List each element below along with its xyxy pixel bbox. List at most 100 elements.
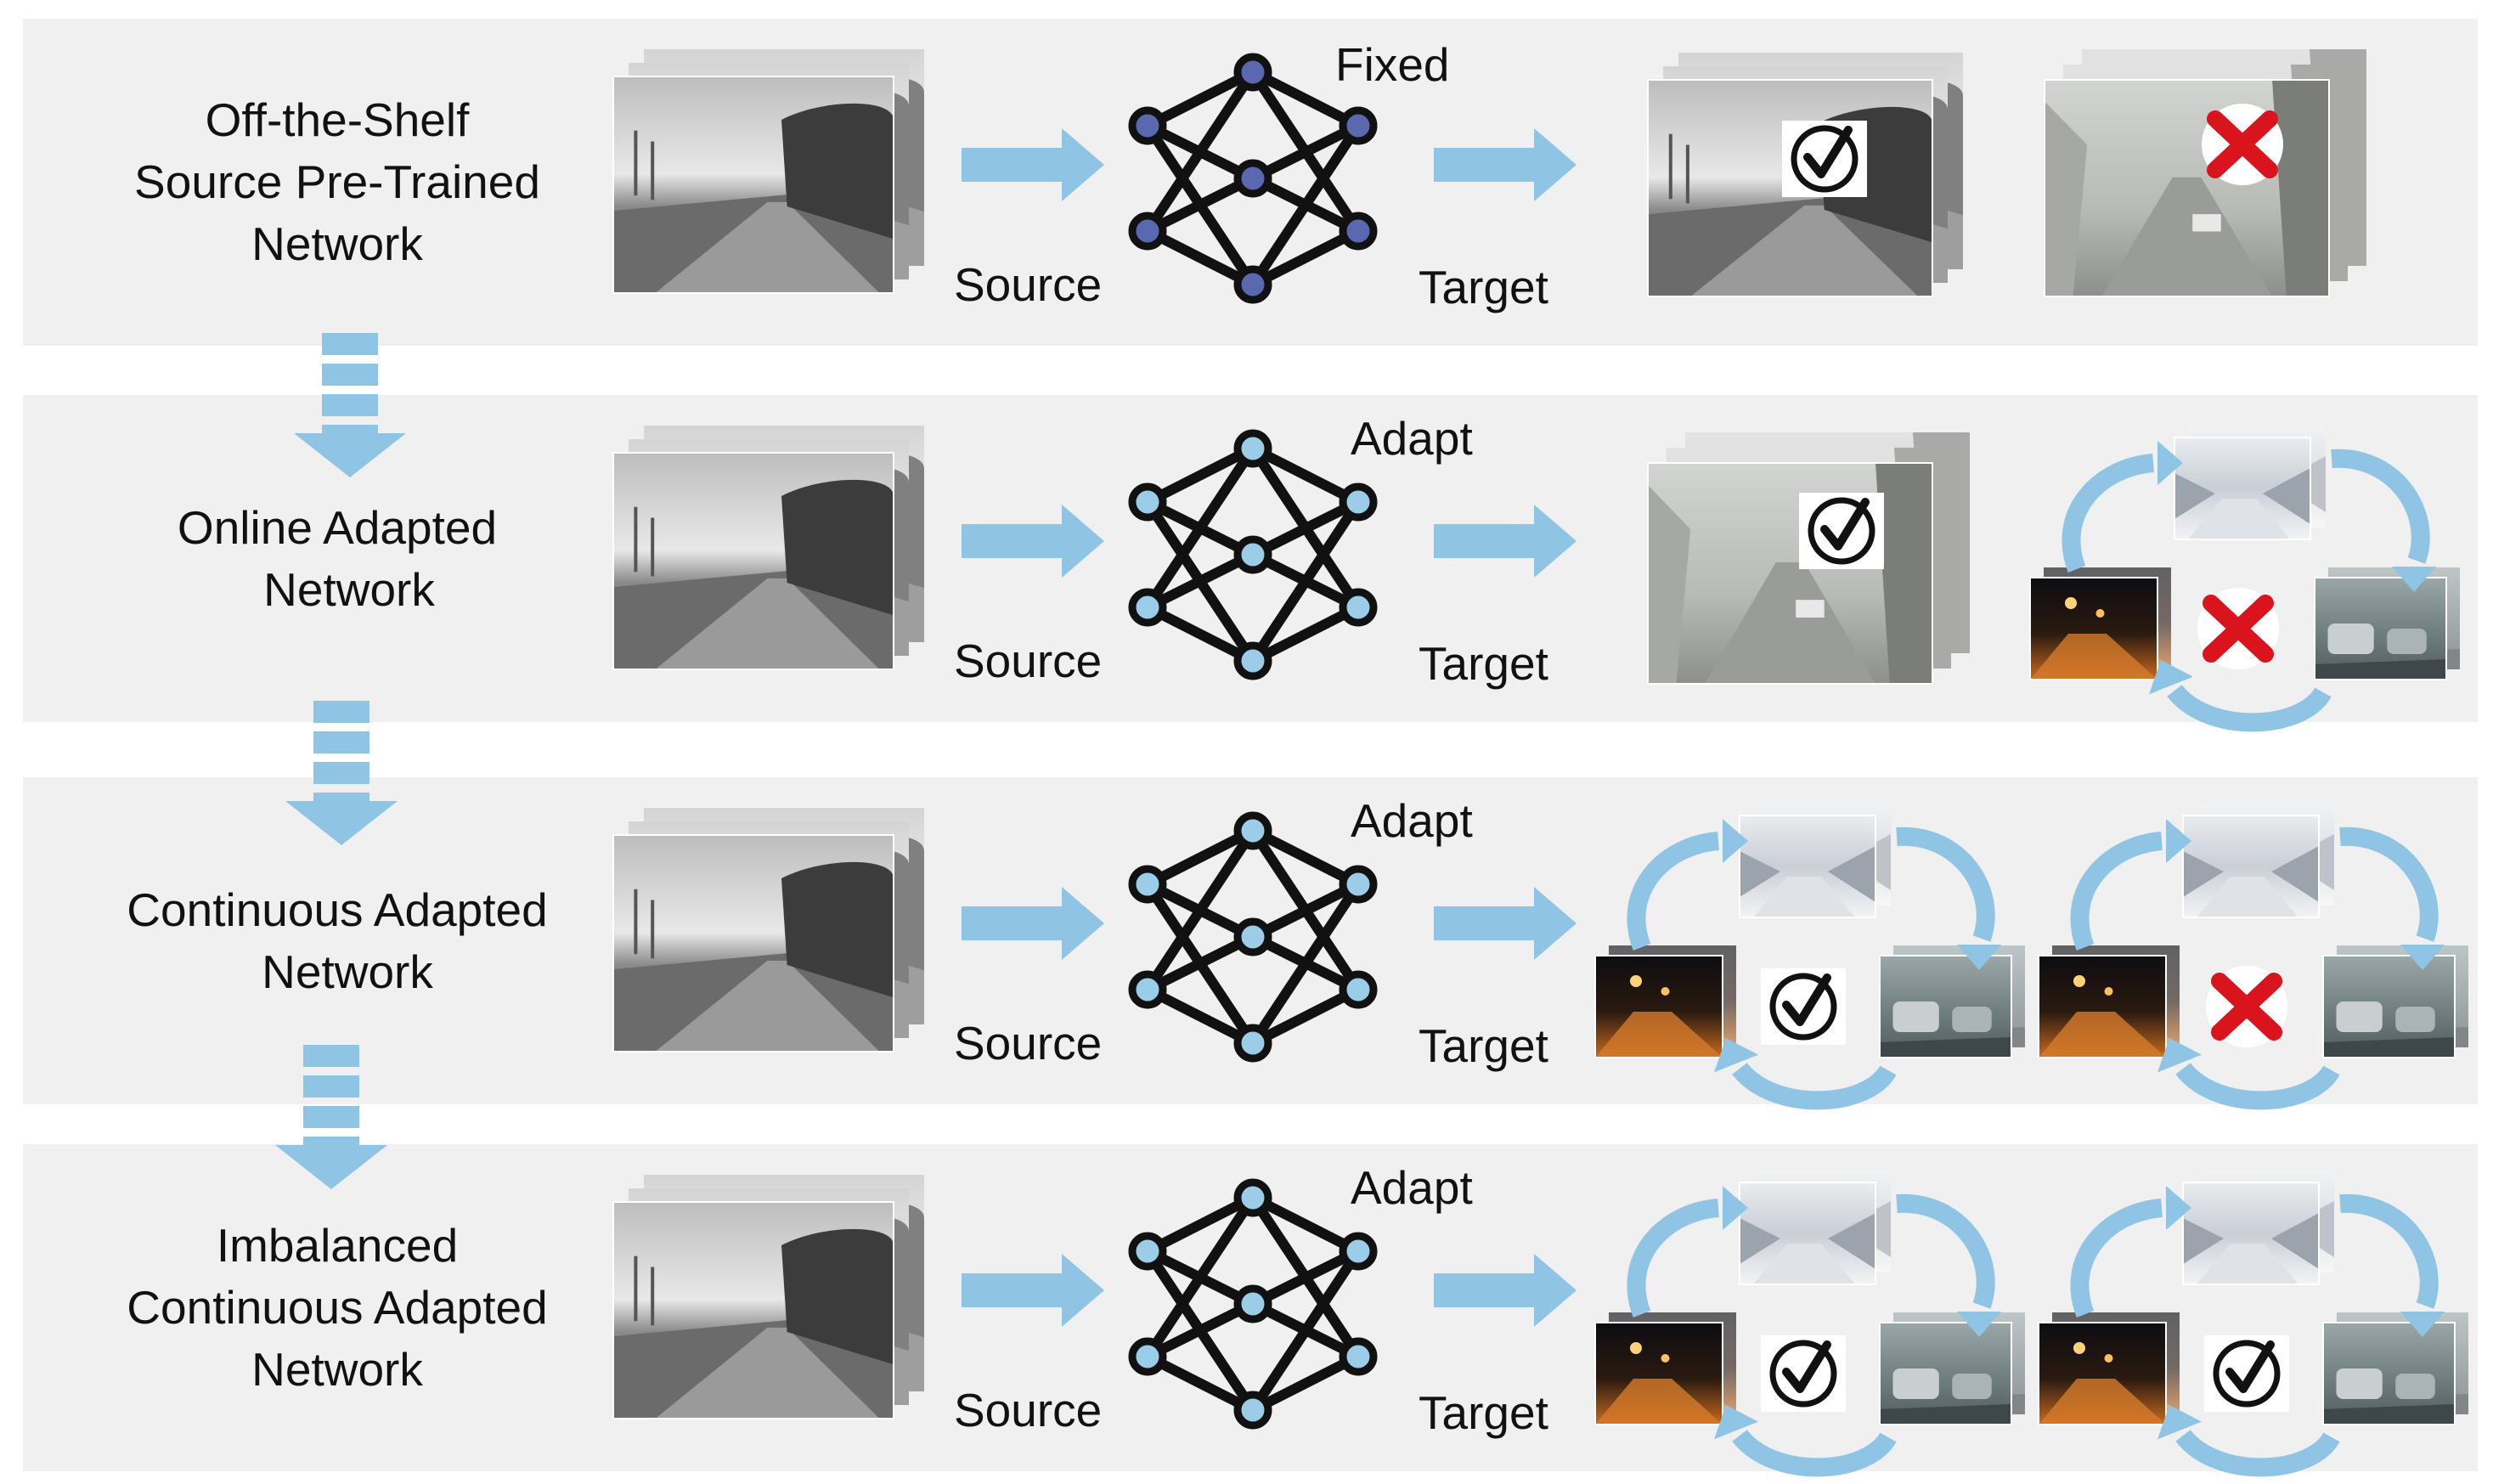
network-node	[1233, 265, 1272, 304]
network-edge	[1142, 443, 1258, 612]
network-node	[1339, 212, 1378, 251]
network-node	[1233, 53, 1272, 92]
network-node	[1233, 1284, 1272, 1323]
down-arrow	[285, 701, 398, 845]
network-edge	[1248, 826, 1363, 995]
snow-image-stack	[2182, 1171, 2334, 1285]
network-edge	[1248, 826, 1363, 889]
source-image-stack	[612, 808, 924, 1052]
cycle-arrow	[2157, 1038, 2340, 1110]
source-label: Source	[954, 1017, 1102, 1069]
network-edge	[1142, 826, 1258, 889]
source-arrow	[962, 1254, 1104, 1327]
night-image-stack	[2029, 567, 2171, 680]
network-edge	[1248, 443, 1363, 612]
network-edge	[1142, 1351, 1258, 1415]
label-line: Online Adapted	[177, 500, 498, 554]
network-node	[1128, 1232, 1167, 1271]
label-line: Continuous Adapted	[127, 883, 548, 936]
fixed-network-icon	[1128, 53, 1378, 304]
network-mode-label: Adapt	[1351, 1161, 1473, 1214]
network-edge	[1142, 826, 1258, 995]
unseen-domain-image-stack	[2044, 49, 2366, 297]
check-mark-icon	[1782, 121, 1867, 197]
cycle-arrow	[2339, 1193, 2445, 1337]
cycle-arrow	[2070, 819, 2191, 951]
network-edge	[1248, 1193, 1363, 1256]
row-label: Off-the-Shelf Source Pre-Trained Network	[0, 19, 677, 346]
target-arrow	[1434, 1254, 1576, 1327]
network-node	[1128, 865, 1167, 904]
target-image-stack	[1647, 53, 1963, 297]
check-mark-icon	[1799, 493, 1884, 569]
network-edge	[1142, 443, 1258, 507]
source-arrow	[962, 887, 1104, 960]
adapt-network-icon	[1128, 811, 1378, 1063]
target-arrow	[1434, 505, 1576, 578]
network-edge	[1248, 602, 1363, 666]
network-node	[1233, 917, 1272, 956]
network-edge	[1142, 550, 1258, 612]
source-label: Source	[954, 1384, 1102, 1436]
network-node	[1339, 588, 1378, 627]
check-mark-icon	[2204, 1335, 2289, 1412]
label-line: Network	[251, 1343, 423, 1396]
network-mode-label: Adapt	[1351, 794, 1473, 847]
target-label: Target	[1419, 1386, 1548, 1439]
rain-image-stack	[2314, 567, 2460, 680]
source-arrow	[962, 128, 1104, 201]
network-node	[1233, 1391, 1272, 1430]
cycle-arrow	[1714, 1038, 1897, 1110]
network-node	[1339, 1232, 1378, 1271]
target-arrow	[1434, 887, 1576, 960]
label-line: Continuous Adapted	[127, 1281, 548, 1334]
network-edge	[1248, 1299, 1363, 1362]
cross-mark-icon	[2206, 966, 2287, 1047]
source-arrow	[962, 505, 1104, 578]
target-label: Target	[1419, 1019, 1548, 1072]
network-node	[1128, 212, 1167, 251]
check-mark-icon	[1761, 968, 1846, 1045]
network-edge	[1248, 67, 1363, 236]
source-label: Source	[954, 635, 1102, 687]
cycle-arrow	[2062, 441, 2183, 573]
label-line: Imbalanced	[216, 1219, 459, 1272]
rain-image-stack	[2322, 1312, 2468, 1425]
source-image-stack	[612, 426, 924, 670]
target-label: Target	[1419, 637, 1548, 690]
snow-image-stack	[2174, 426, 2326, 540]
cycle-arrow	[2149, 660, 2332, 732]
network-edge	[1142, 1299, 1258, 1362]
cycle-arrow	[1896, 827, 2001, 970]
network-edge	[1248, 67, 1363, 131]
network-edge	[1142, 932, 1258, 995]
network-edge	[1248, 443, 1363, 507]
network-node	[1233, 1178, 1272, 1217]
source-image-stack	[612, 49, 924, 294]
network-node	[1233, 535, 1272, 574]
network-node	[1233, 811, 1272, 850]
network-node	[1128, 970, 1167, 1009]
network-edge	[1248, 1193, 1363, 1362]
adapt-network-icon	[1128, 429, 1378, 680]
cycle-arrow	[1896, 1193, 2001, 1337]
cycle-arrow	[1627, 819, 1748, 951]
cycle-arrow	[2331, 449, 2436, 592]
cycle-arrow	[1714, 1405, 1897, 1477]
network-node	[1339, 106, 1378, 145]
network-edge	[1142, 1193, 1258, 1256]
network-node	[1233, 1024, 1272, 1063]
label-line: Source Pre-Trained	[134, 155, 540, 208]
network-edge	[1248, 550, 1363, 612]
network-edge	[1142, 173, 1258, 236]
network-node	[1339, 1337, 1378, 1376]
cycle-arrow	[1627, 1186, 1748, 1318]
network-node	[1339, 970, 1378, 1009]
network-node	[1233, 429, 1272, 468]
network-node	[1233, 159, 1272, 198]
rain-image-stack	[2322, 945, 2468, 1058]
network-edge	[1248, 173, 1363, 236]
network-node	[1128, 588, 1167, 627]
snow-image-stack	[2182, 804, 2334, 918]
